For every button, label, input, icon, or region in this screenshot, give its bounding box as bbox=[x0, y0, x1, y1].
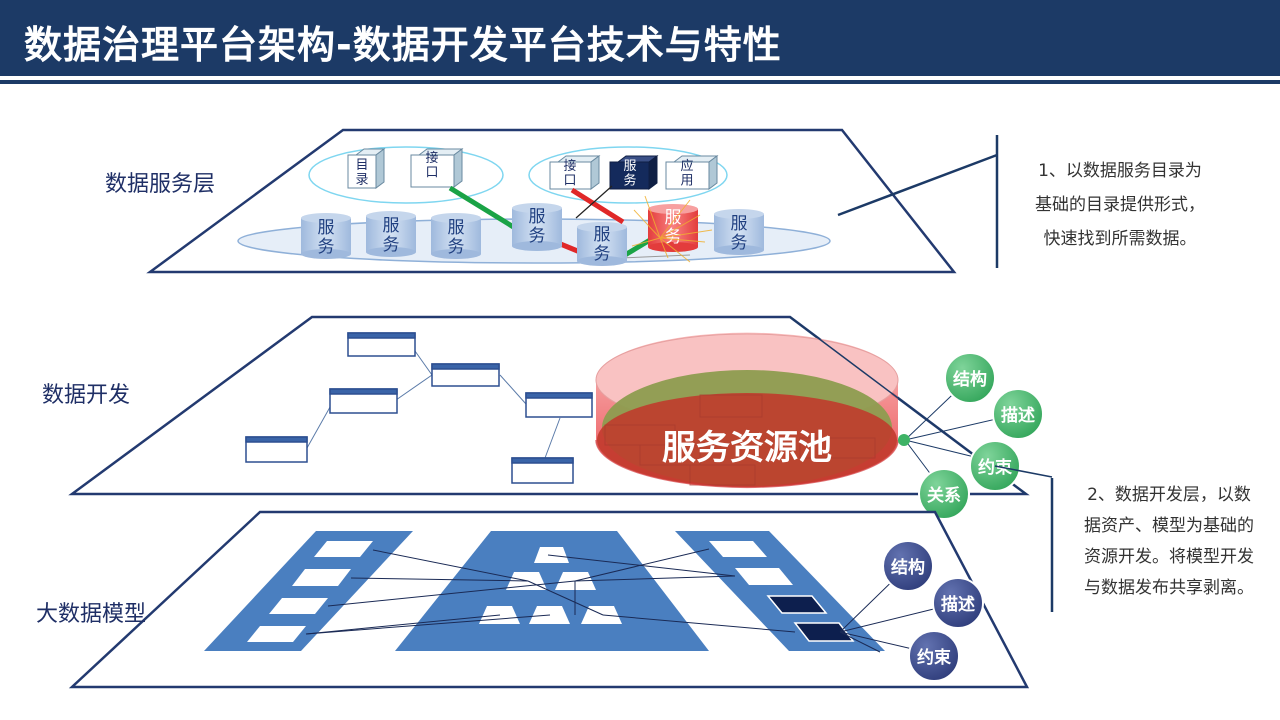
cube-interface-left: 接口 bbox=[410, 148, 464, 188]
cube-application-label: 应用 bbox=[680, 158, 693, 189]
dev-tag-description: 描述 bbox=[992, 388, 1044, 440]
svg-text:服务: 服务 bbox=[448, 218, 465, 257]
title-bar bbox=[0, 0, 1280, 76]
link-red-2 bbox=[570, 187, 625, 225]
cube-catalog: 目录 bbox=[347, 148, 386, 189]
service-cylinder-4: 服务 bbox=[512, 203, 562, 251]
cube-interface-right-label: 接口 bbox=[563, 158, 576, 189]
service-cylinder-6-highlight: 服务 bbox=[631, 195, 713, 263]
svg-text:关系: 关系 bbox=[927, 485, 961, 506]
model-left-parallelogram bbox=[204, 531, 413, 651]
svg-text:约束: 约束 bbox=[978, 457, 1012, 478]
service-catalog-ellipse-right bbox=[528, 146, 728, 204]
model-tag-description: 描述 bbox=[932, 577, 984, 629]
note-service-catalog: 1、以数据服务目录为 基础的目录提供形式， 快速找到所需数据。 bbox=[1035, 161, 1205, 249]
model-right-cells bbox=[709, 541, 855, 642]
cube-interface-right: 接口 bbox=[549, 155, 601, 190]
service-cylinder-3: 服务 bbox=[431, 213, 481, 259]
layer-label-dev: 数据开发 bbox=[42, 383, 131, 408]
model-tag-structure: 结构 bbox=[882, 540, 934, 592]
svg-text:结构: 结构 bbox=[891, 557, 925, 578]
dev-tag-structure: 结构 bbox=[944, 352, 996, 404]
service-catalog-ellipse-left bbox=[308, 146, 504, 204]
service-resource-pool: 服务资源池 bbox=[595, 332, 899, 489]
page-title: 数据治理平台架构-数据开发平台技术与特性 bbox=[24, 23, 782, 67]
service-cylinder-7: 服务 bbox=[714, 209, 764, 255]
svg-text:描述: 描述 bbox=[941, 594, 975, 615]
layer-label-model: 大数据模型 bbox=[36, 602, 147, 627]
layer-label-service: 数据服务层 bbox=[105, 172, 216, 197]
svg-text:结构: 结构 bbox=[953, 369, 987, 390]
svg-text:服务: 服务 bbox=[318, 218, 335, 257]
svg-text:服务: 服务 bbox=[529, 207, 546, 246]
model-tag-constraint: 约束 bbox=[908, 630, 960, 682]
link-thin-1 bbox=[575, 185, 613, 219]
model-left-cells bbox=[247, 541, 373, 642]
pool-label: 服务资源池 bbox=[662, 428, 832, 468]
cube-application: 应用 bbox=[665, 155, 719, 190]
cube-service-label: 服务 bbox=[623, 159, 636, 189]
link-green-1 bbox=[448, 185, 522, 234]
svg-text:约束: 约束 bbox=[917, 647, 951, 668]
cube-service: 服务 bbox=[609, 155, 659, 190]
service-cylinder-5: 服务 bbox=[577, 222, 627, 266]
note2-leader bbox=[994, 465, 1053, 478]
svg-text:描述: 描述 bbox=[1001, 405, 1035, 426]
cube-interface-left-label: 接口 bbox=[425, 150, 438, 181]
dev-tag-dot bbox=[898, 434, 910, 446]
note-dev-layer: 2、数据开发层，以数 据资产、模型为基础的 资源开发。将模型开发 与数据发布共享… bbox=[1084, 485, 1254, 598]
title-underline bbox=[0, 80, 1280, 84]
svg-text:服务: 服务 bbox=[594, 225, 611, 264]
note1-leader bbox=[837, 153, 998, 217]
svg-text:服务: 服务 bbox=[665, 208, 682, 247]
model-right-parallelogram bbox=[675, 531, 885, 651]
service-cylinder-1: 服务 bbox=[301, 213, 351, 259]
dev-tag-relation: 关系 bbox=[918, 468, 970, 520]
link-thin-2 bbox=[619, 254, 691, 259]
service-cylinder-2: 服务 bbox=[366, 211, 416, 257]
model-links bbox=[305, 548, 796, 635]
cube-catalog-label: 目录 bbox=[355, 158, 368, 188]
svg-text:服务: 服务 bbox=[731, 214, 748, 253]
svg-text:服务: 服务 bbox=[383, 216, 400, 255]
